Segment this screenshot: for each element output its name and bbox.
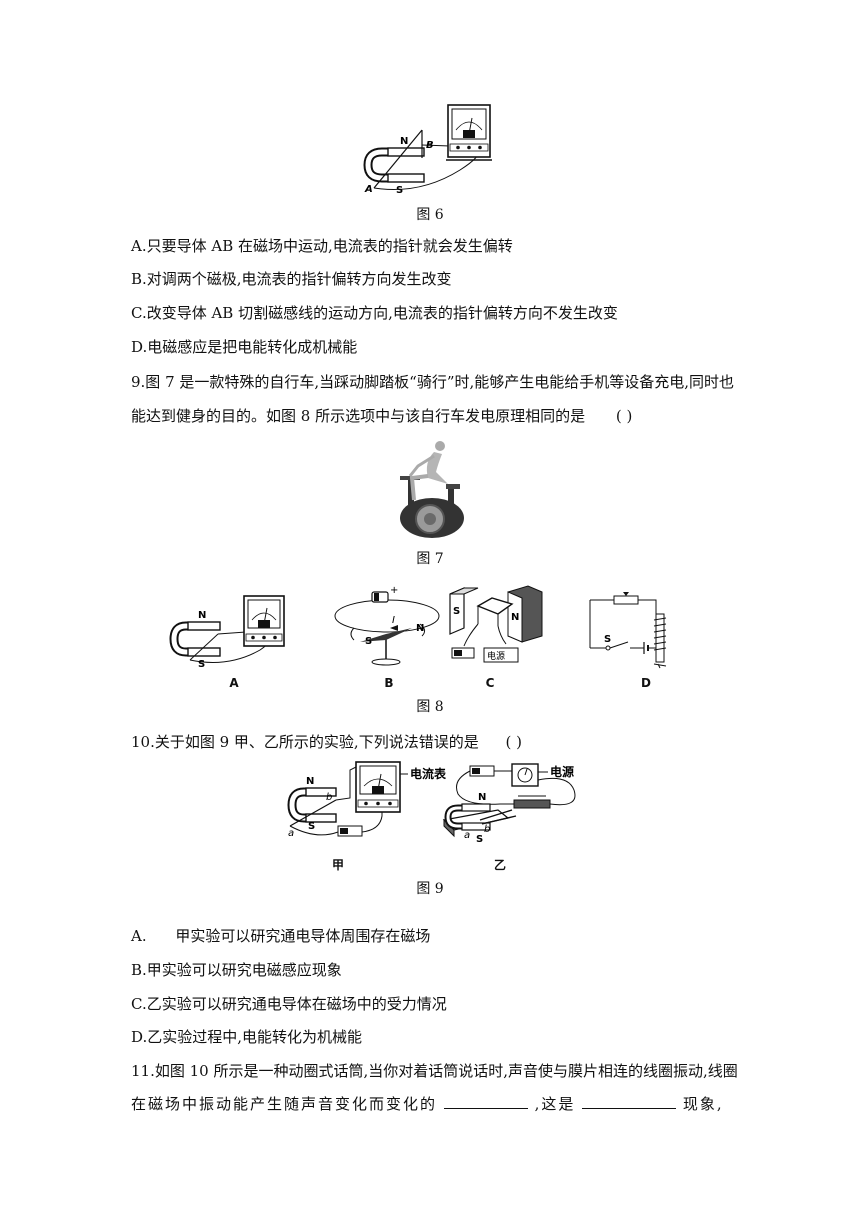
fig8-b-label-plus: + xyxy=(390,585,398,596)
fig9-left-label-b: b xyxy=(326,792,332,803)
fig9-label-yi: 乙 xyxy=(493,858,506,872)
fig8-option-c-diagram: S N 电源 xyxy=(449,585,543,663)
fig8-sublabel-c: C xyxy=(485,676,495,690)
fig8-option-b-diagram: + I S N xyxy=(334,585,440,666)
fig8-caption: 图 8 xyxy=(416,699,444,715)
fig7-exercise-bike-image xyxy=(400,441,464,538)
fig9-caption: 图 9 xyxy=(416,881,444,897)
fig9-right-label-n: N xyxy=(478,792,486,803)
fig9-right-label-a: a xyxy=(464,830,470,841)
q11-line-2-part-b: ,这是 xyxy=(534,1095,576,1113)
q10-option-b: B.甲实验可以研究电磁感应现象 xyxy=(131,961,342,979)
fig6-label-a: A xyxy=(364,184,373,195)
q10-option-c: C.乙实验可以研究通电导体在磁场中的受力情况 xyxy=(131,995,447,1013)
q9-line-1: 9.图 7 是一款特殊的自行车,当踩动脚踏板“骑行”时,能够产生电能给手机等设备… xyxy=(131,373,735,391)
fig9-right-label-b: b xyxy=(484,824,490,835)
q10-option-a-letter: A. xyxy=(131,927,147,945)
q11-line-1: 11.如图 10 所示是一种动圈式话筒,当你对着话筒说话时,声音使与膜片相连的线… xyxy=(131,1062,738,1080)
fig8-a-label-s: S xyxy=(198,659,205,670)
q8-option-a: A.只要导体 AB 在磁场中运动,电流表的指针就会发生偏转 xyxy=(131,237,513,255)
q10-stem: 10.关于如图 9 甲、乙所示的实验,下列说法错误的是 xyxy=(131,733,479,751)
q8-option-d: D.电磁感应是把电能转化成机械能 xyxy=(131,338,358,356)
q10-option-d: D.乙实验过程中,电能转化为机械能 xyxy=(131,1028,363,1046)
q9-line-2: 能达到健身的目的。如图 8 所示选项中与该自行车发电原理相同的是 ( ) xyxy=(131,406,632,426)
fig9-left-label-s: S xyxy=(308,821,315,832)
q11-line-2-part-a: 在磁场中振动能产生随声音变化而变化的 xyxy=(131,1095,438,1113)
fig9-left-label-a: a xyxy=(288,828,294,839)
q10-answer-bracket[interactable]: ( ) xyxy=(505,733,522,751)
fig8-option-a-diagram: N S xyxy=(169,595,285,670)
q11-blank-2[interactable] xyxy=(582,1094,677,1109)
fig9-right-label-s: S xyxy=(476,834,483,845)
fig8-d-label-s: S xyxy=(604,634,611,645)
q10-option-a: A. 甲实验可以研究通电导体周围存在磁场 xyxy=(131,926,430,946)
q11-line-2: 在磁场中振动能产生随声音变化而变化的 ,这是 现象, xyxy=(131,1094,724,1114)
q11-blank-1[interactable] xyxy=(443,1094,528,1109)
fig9-left-diagram: 电流表 N S a b xyxy=(287,761,447,839)
fig6-label-s: S xyxy=(396,185,403,196)
fig8-sublabel-b: B xyxy=(384,676,394,690)
fig9-right-label-power: 电源 xyxy=(550,764,574,779)
fig8-b-label-current: I xyxy=(392,615,395,626)
fig9-left-label-ammeter: 电流表 xyxy=(410,766,447,781)
q10-stem-line: 10.关于如图 9 甲、乙所示的实验,下列说法错误的是 ( ) xyxy=(131,732,522,752)
fig9-left-label-n: N xyxy=(306,776,314,787)
fig8-sublabel-a: A xyxy=(229,676,239,690)
fig9-right-diagram: 电源 N S a b xyxy=(442,763,576,845)
fig8-b-label-s: S xyxy=(365,636,372,647)
fig8-a-label-n: N xyxy=(198,610,206,621)
fig6-caption: 图 6 xyxy=(416,207,444,223)
q10-option-a-text: 甲实验可以研究通电导体周围存在磁场 xyxy=(175,927,431,945)
fig8-c-label-n: N xyxy=(511,612,519,623)
fig6-label-n: N xyxy=(400,136,408,147)
fig7-caption: 图 7 xyxy=(416,551,444,567)
q11-line-2-part-c: 现象, xyxy=(682,1095,724,1113)
fig6-label-b: B xyxy=(426,140,434,151)
fig9-label-jia: 甲 xyxy=(331,858,344,872)
fig6-diagram: N S A B xyxy=(363,104,492,196)
fig8-c-label-s: S xyxy=(453,606,460,617)
fig8-sublabel-d: D xyxy=(641,676,651,690)
fig8-b-label-n: N xyxy=(416,623,424,634)
q9-line-2-text: 能达到健身的目的。如图 8 所示选项中与该自行车发电原理相同的是 xyxy=(131,407,586,425)
fig8-option-d-diagram: S xyxy=(589,592,667,669)
q8-option-b: B.对调两个磁极,电流表的指针偏转方向发生改变 xyxy=(131,270,452,288)
fig8-c-label-power: 电源 xyxy=(487,650,505,662)
q9-answer-bracket[interactable]: ( ) xyxy=(615,407,633,425)
q8-option-c: C.改变导体 AB 切割磁感线的运动方向,电流表的指针偏转方向不发生改变 xyxy=(131,304,618,322)
